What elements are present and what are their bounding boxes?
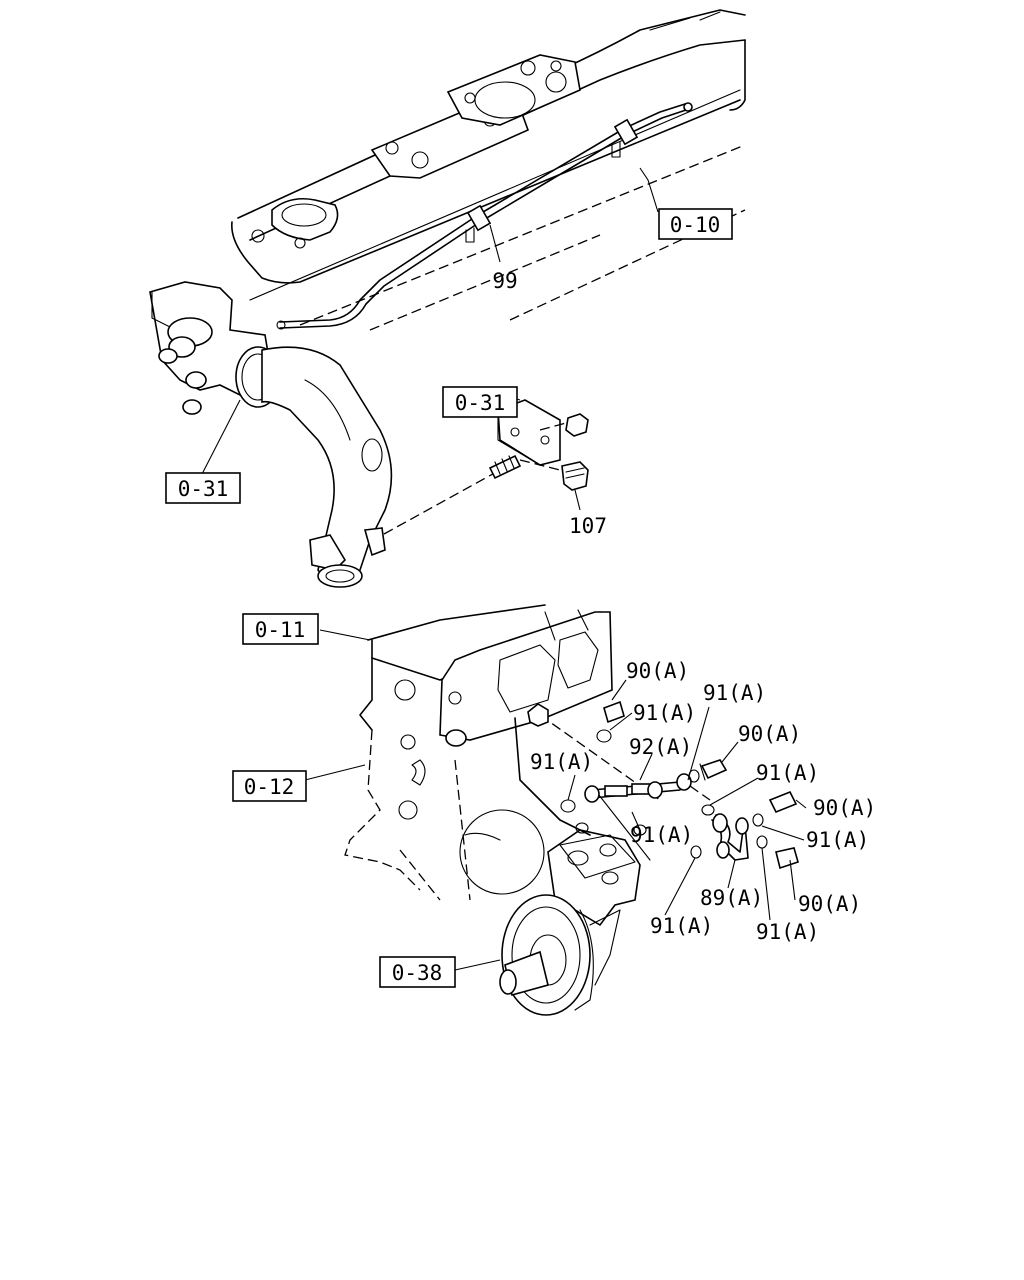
part-91a-label: 91(A) [756,761,819,785]
ref-0-11: 0-11 [242,613,319,645]
part-91a-label: 91(A) [650,914,713,938]
part-99-label: 99 [492,269,517,293]
part-91a-label: 91(A) [756,920,819,944]
rocker-cover-drawing [231,9,746,331]
air-compressor-drawing [499,829,641,1016]
part-89a-label: 89(A) [700,886,763,910]
ref-0-38: 0-38 [379,956,456,988]
leader-lines [199,167,807,971]
breather-pipe [276,102,693,330]
water-pipe-drawing [149,281,501,588]
oil-pipe-assembly [514,700,799,870]
part-90a-label: 90(A) [738,722,801,746]
engine-block-drawing [344,604,613,901]
ref-0-12-label: 0-12 [244,775,295,799]
ref-0-12: 0-12 [232,770,307,802]
part-91a-label: 91(A) [530,750,593,774]
ref-0-31-top: 0-31 [442,386,518,418]
part-91a-label: 91(A) [633,701,696,725]
ref-0-31-left-label: 0-31 [178,477,229,501]
part-90a-label: 90(A) [813,796,876,820]
ref-0-11-label: 0-11 [255,618,306,642]
ref-0-10-label: 0-10 [670,213,721,237]
part-107-label: 107 [569,514,607,538]
ref-0-10: 0-10 [658,208,733,240]
part-90a-label: 90(A) [626,659,689,683]
part-91a-label: 91(A) [703,681,766,705]
part-92a-label: 92(A) [629,735,692,759]
ref-0-31-left: 0-31 [165,472,241,504]
part-91a-label: 91(A) [806,828,869,852]
ref-0-31-top-label: 0-31 [455,391,506,415]
part-91a-label: 91(A) [630,823,693,847]
part-90a-label: 90(A) [798,892,861,916]
ref-0-38-label: 0-38 [392,961,443,985]
